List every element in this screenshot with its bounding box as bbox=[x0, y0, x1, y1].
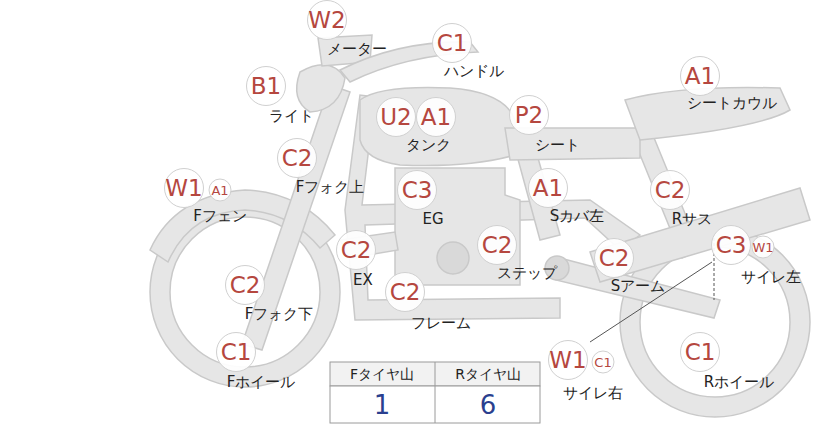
callout-code: W1 bbox=[548, 340, 588, 380]
part-name: Sアーム bbox=[609, 278, 668, 295]
part-name: ライト bbox=[267, 108, 316, 125]
callout-code: P2 bbox=[509, 95, 549, 135]
callout-code: B1 bbox=[246, 66, 286, 106]
part-name: シートカウル bbox=[685, 95, 779, 112]
part-name: サイレ左 bbox=[739, 269, 803, 286]
callout-code: A1 bbox=[416, 97, 456, 137]
part-name: Fフォク上 bbox=[294, 179, 367, 196]
part-name: EX bbox=[351, 272, 375, 289]
callout-code: C1 bbox=[216, 332, 256, 372]
part-name: ステップ bbox=[495, 265, 559, 282]
callout-code: C3 bbox=[397, 170, 437, 210]
callout-code: C2 bbox=[650, 170, 690, 210]
callout-code: C2 bbox=[385, 272, 425, 312]
part-name: タンク bbox=[404, 137, 453, 154]
table-header: Rタイヤ山 bbox=[455, 367, 521, 381]
callout-code: U2 bbox=[376, 97, 416, 137]
callout-code: C2 bbox=[225, 265, 265, 305]
callout-code: C2 bbox=[336, 230, 376, 270]
part-name: シート bbox=[533, 137, 582, 154]
table-value: 6 bbox=[480, 392, 497, 418]
callout-code-small: W1 bbox=[752, 236, 775, 259]
callout-code: C2 bbox=[594, 238, 634, 278]
table-value: 1 bbox=[374, 392, 391, 418]
part-name: Fホイール bbox=[225, 374, 298, 391]
part-name: Rサス bbox=[670, 211, 714, 228]
part-name: サイレ右 bbox=[561, 385, 625, 402]
callout-code-small: C1 bbox=[592, 351, 615, 374]
part-name: Fフェン bbox=[191, 208, 249, 225]
part-name: Rホイール bbox=[702, 374, 776, 391]
part-name: フレーム bbox=[409, 315, 473, 332]
callout-code: C1 bbox=[680, 332, 720, 372]
callout-code-small: A1 bbox=[209, 179, 232, 202]
callout-code: C2 bbox=[277, 138, 317, 178]
table-header: Fタイヤ山 bbox=[350, 367, 414, 381]
part-name: ハンドル bbox=[442, 63, 506, 80]
callout-code: C2 bbox=[477, 225, 517, 265]
callout-code: A1 bbox=[680, 56, 720, 96]
part-name: メーター bbox=[325, 41, 389, 58]
callout-code: C1 bbox=[432, 23, 472, 63]
callout-code: W1 bbox=[164, 168, 204, 208]
part-name: EG bbox=[420, 211, 445, 228]
part-name: Fフォク下 bbox=[243, 306, 316, 323]
callout-code: A1 bbox=[528, 168, 568, 208]
part-name: Sカバ左 bbox=[548, 208, 607, 225]
callout-code: C3 bbox=[711, 225, 751, 265]
callout-code: W2 bbox=[307, 0, 347, 40]
